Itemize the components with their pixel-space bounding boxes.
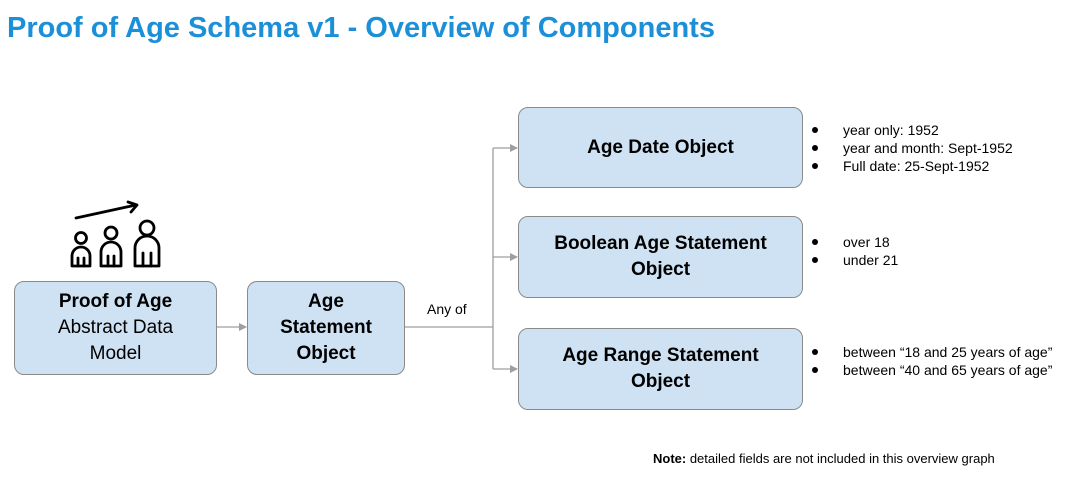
age-statement-box: Age Statement Object [247,281,405,375]
proof-of-age-box: Proof of Age Abstract Data Model [14,281,217,375]
list-item: year only: 1952 [810,121,1013,139]
connector-label-any-of: Any of [427,301,467,317]
age-range-line1: Age Range Statement [562,345,759,366]
note-label: Note: [653,451,687,466]
boolean-age-box: Boolean Age Statement Object [518,216,803,298]
list-item: year and month: Sept-1952 [810,139,1013,157]
proof-of-age-line1: Proof of Age [58,291,173,312]
footnote: Note: detailed fields are not included i… [653,451,995,466]
proof-of-age-line3: Model [89,343,142,364]
list-item: under 21 [810,251,898,269]
boolean-age-examples: over 18 under 21 [810,233,898,269]
age-date-box: Age Date Object [518,107,803,188]
list-item: between “18 and 25 years of age” [810,343,1052,361]
list-item: Full date: 25-Sept-1952 [810,157,1013,175]
proof-of-age-line2: Abstract Data [57,317,174,338]
note-text: detailed fields are not included in this… [686,451,995,466]
people-growth-icon [70,200,161,268]
age-range-examples: between “18 and 25 years of age” between… [810,343,1052,379]
age-statement-line2: Statement [280,317,372,338]
page-title: Proof of Age Schema v1 - Overview of Com… [7,12,715,44]
list-item: between “40 and 65 years of age” [810,361,1052,379]
age-statement-line1: Age [308,291,344,312]
age-date-examples: year only: 1952 year and month: Sept-195… [810,121,1013,175]
boolean-age-line2: Object [630,259,691,280]
age-range-box: Age Range Statement Object [518,328,803,410]
boolean-age-line1: Boolean Age Statement [554,233,767,254]
age-date-line1: Age Date Object [587,136,734,158]
age-statement-line3: Object [296,343,356,364]
list-item: over 18 [810,233,898,251]
age-range-line2: Object [630,371,691,392]
